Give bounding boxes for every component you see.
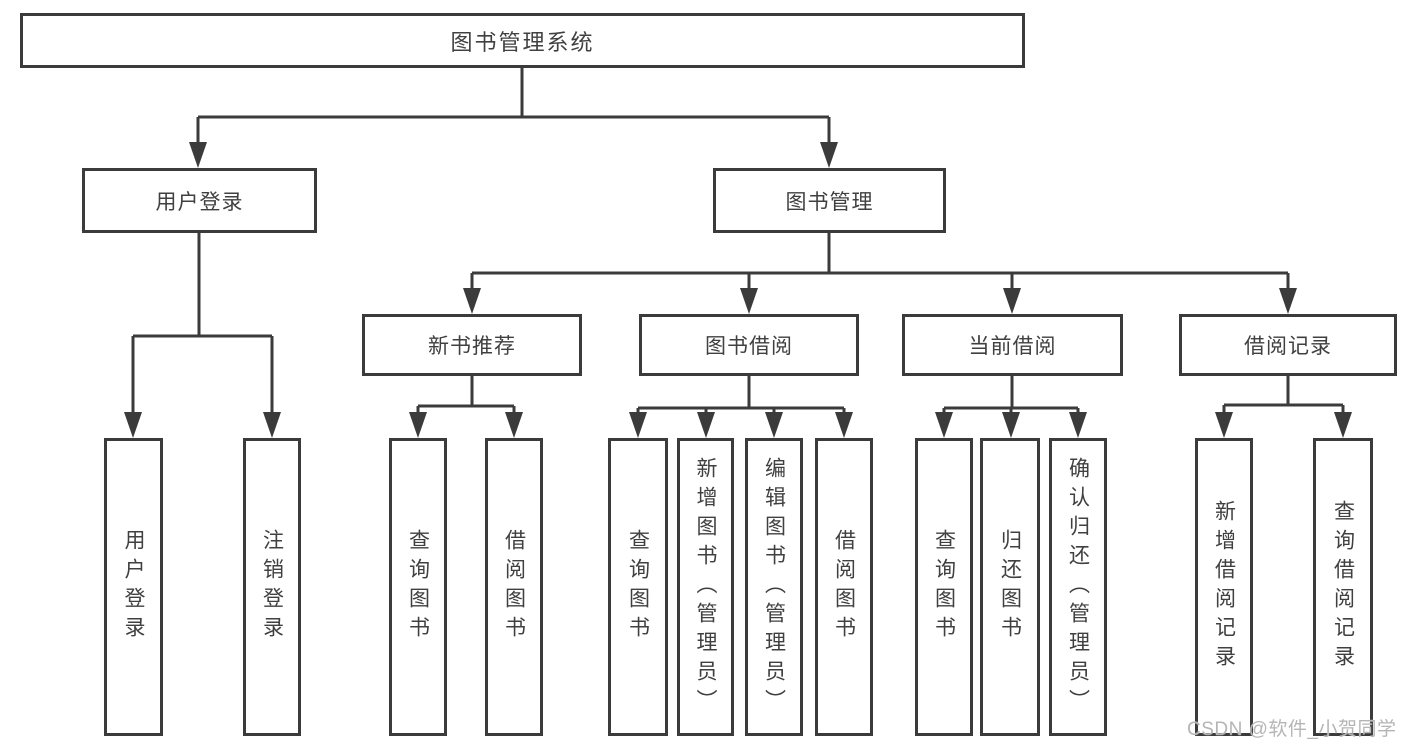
leaf-query-borrow-record: 查询借阅记录 (1313, 438, 1373, 736)
node-label: 用户登录 (155, 190, 244, 214)
leaf-borrow-books-recommend: 借阅图书 (485, 438, 543, 736)
arrowheads (124, 142, 1352, 438)
node-label: 借阅记录 (1244, 335, 1332, 358)
node-label: 当前借阅 (968, 335, 1057, 358)
leaf-add-borrow-record: 新增借阅记录 (1195, 438, 1253, 736)
node-label: 用户登录 (122, 529, 145, 645)
node-label: 查询图书 (626, 529, 650, 645)
node-book-borrowing: 图书借阅 (639, 314, 859, 376)
node-user-login: 用户登录 (82, 168, 317, 233)
leaf-confirm-return-admin: 确认归还（管理员） (1049, 438, 1107, 736)
leaf-query-books-current: 查询图书 (915, 438, 973, 736)
node-label: 新增图书（管理员） (694, 456, 717, 718)
node-label: 图书借阅 (705, 335, 793, 358)
node-borrowing-records: 借阅记录 (1179, 314, 1397, 376)
leaf-logout: 注销登录 (243, 438, 301, 736)
node-label: 新书推荐 (428, 335, 516, 358)
leaf-query-books-borrowing: 查询图书 (608, 438, 668, 736)
node-label: 归还图书 (998, 529, 1022, 645)
node-label: 借阅图书 (502, 529, 526, 645)
leaf-add-book-admin: 新增图书（管理员） (677, 438, 734, 736)
node-label: 确认归还（管理员） (1066, 456, 1090, 718)
node-book-management: 图书管理 (713, 168, 946, 233)
node-label: 图书管理 (785, 190, 874, 214)
node-label: 查询图书 (932, 529, 956, 645)
leaf-edit-book-admin: 编辑图书（管理员） (745, 438, 803, 736)
leaf-user-login: 用户登录 (104, 438, 163, 736)
node-current-borrowing: 当前借阅 (902, 314, 1123, 376)
node-label: 查询图书 (406, 529, 430, 645)
node-library-system: 图书管理系统 (20, 13, 1025, 68)
node-label: 借阅图书 (832, 529, 856, 645)
node-label: 查询借阅记录 (1331, 500, 1355, 674)
watermark: CSDN @软件_小贺同学 (1187, 719, 1397, 740)
leaf-return-books: 归还图书 (980, 438, 1040, 736)
node-label: 图书管理系统 (450, 29, 595, 55)
node-label: 编辑图书（管理员） (762, 456, 786, 718)
leaf-query-books-recommend: 查询图书 (389, 438, 447, 736)
node-new-book-recommend: 新书推荐 (362, 314, 582, 376)
node-label: 注销登录 (260, 529, 284, 645)
node-label: 新增借阅记录 (1212, 500, 1236, 674)
leaf-borrow-books: 借阅图书 (815, 438, 873, 736)
